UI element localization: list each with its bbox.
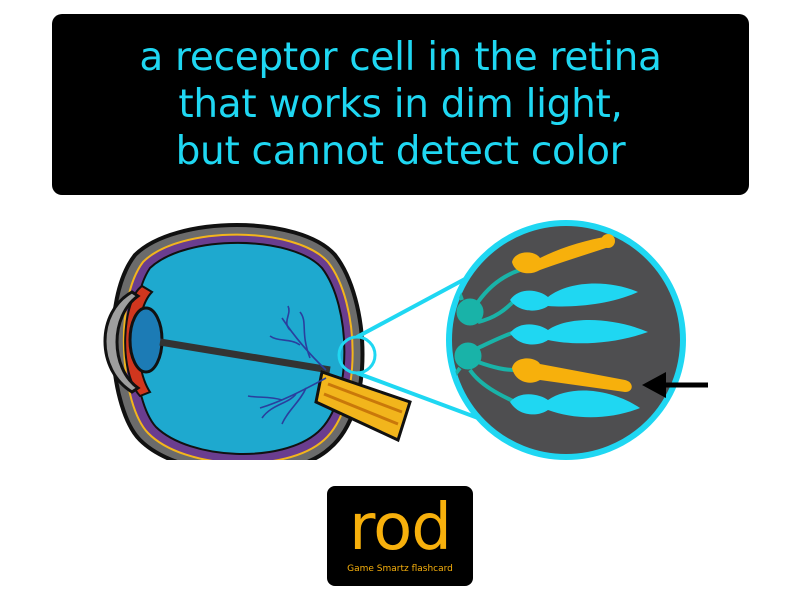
definition-box: a receptor cell in the retina that works…: [52, 14, 749, 195]
zoom-line-bottom: [356, 371, 479, 420]
arrow-icon: [642, 372, 708, 398]
definition-line-1: a receptor cell in the retina: [139, 35, 662, 80]
rod-cells: [512, 234, 632, 392]
eyeball-diagram: [103, 223, 412, 460]
definition-line-3: but cannot detect color: [175, 129, 626, 174]
retina-magnified-view: [446, 220, 686, 460]
eye-retina-illustration: [103, 220, 708, 460]
cone-cells: [510, 283, 648, 418]
zoom-line-top: [356, 270, 479, 339]
term-label: rod: [349, 491, 452, 565]
definition-line-2: that works in dim light,: [178, 82, 623, 127]
credit-label: Game Smartz flashcard: [347, 564, 453, 574]
term-box: rod Game Smartz flashcard: [327, 486, 473, 586]
